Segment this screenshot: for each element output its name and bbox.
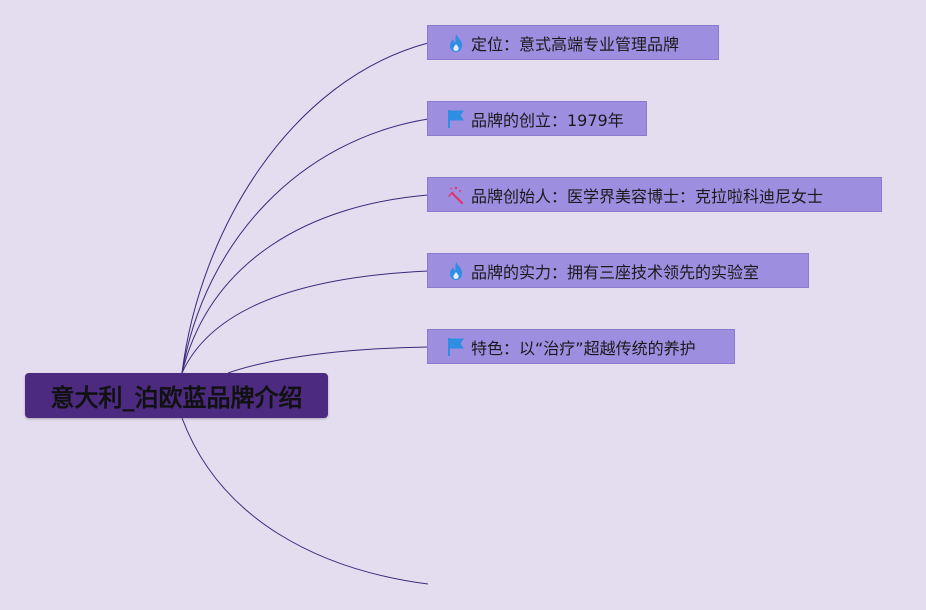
root-topic[interactable]: 意大利_泊欧蓝品牌介绍 <box>25 373 328 418</box>
flame-icon <box>446 261 466 281</box>
connector-1 <box>181 42 429 374</box>
connector-4 <box>181 270 429 374</box>
branch-label: 品牌的创立：1979年 <box>471 110 624 130</box>
magic-wand-icon <box>446 185 466 205</box>
connector-3 <box>181 194 429 374</box>
connector-5 <box>227 346 429 374</box>
root-topic-label: 意大利_泊欧蓝品牌介绍 <box>50 384 303 412</box>
connector-2 <box>181 118 429 374</box>
branch-founder[interactable]: 品牌创始人：医学界美容博士：克拉啦科迪尼女士 <box>427 177 882 212</box>
flag-icon <box>446 109 466 129</box>
branch-label: 品牌创始人：医学界美容博士：克拉啦科迪尼女士 <box>471 186 824 206</box>
branch-positioning[interactable]: 定位：意式高端专业管理品牌 <box>427 25 719 60</box>
connector-6 <box>181 417 429 585</box>
branch-label: 定位：意式高端专业管理品牌 <box>471 34 680 54</box>
branch-founded[interactable]: 品牌的创立：1979年 <box>427 101 647 136</box>
flag-icon <box>446 337 466 357</box>
branch-strength[interactable]: 品牌的实力：拥有三座技术领先的实验室 <box>427 253 809 288</box>
branch-label: 品牌的实力：拥有三座技术领先的实验室 <box>471 262 760 282</box>
branch-feature[interactable]: 特色：以“治疗”超越传统的养护 <box>427 329 735 364</box>
flame-icon <box>446 33 466 53</box>
branch-label: 特色：以“治疗”超越传统的养护 <box>471 338 696 358</box>
